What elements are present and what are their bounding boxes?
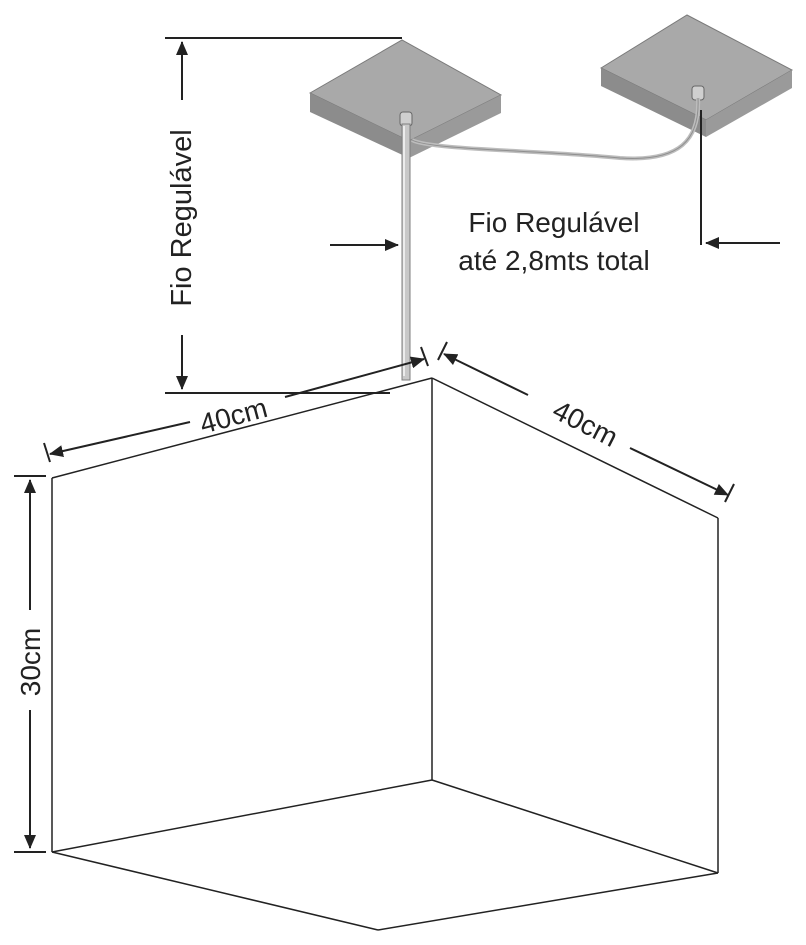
canopy-right-fitting [691,85,705,101]
horizontal-cable-pointer [700,110,780,249]
dim-side-arrow-left [443,353,529,396]
cube-edge-top-left [51,377,433,479]
canopy-right-side-front [601,68,706,137]
dim-front-tick-right [420,346,429,367]
cable-horizontal-outline [411,97,699,159]
width-side-label: 40cm [548,394,623,453]
dim-side-tick-right [724,483,735,503]
dimension-vertical-cable [165,37,402,394]
dimension-height [14,475,46,853]
vertical-cable-label: Fio Regulável [166,129,198,306]
canopy-left-side-right [409,95,501,158]
cube-edge-bottom-back-left [51,779,433,853]
cube-shade [51,377,719,931]
horizontal-cable-label-line1: Fio Regulável [468,207,639,238]
dim-front-arrow-left [49,421,191,457]
canopy-right [599,14,794,137]
canopy-left [308,39,503,158]
cube-edge-bottom-front-left [51,851,379,931]
horizontal-cable-label-line2: até 2,8mts total [458,245,649,276]
height-label: 30cm [15,628,46,696]
canopy-left-side-front [310,93,409,158]
dimension-width-side [437,341,735,503]
dim-side-tick-left [437,341,448,361]
dimension-width-front [43,346,429,463]
dim-side-arrow-right [629,447,729,496]
cube-edge-bottom-front-right [377,872,719,931]
width-front-label: 40cm [196,392,270,440]
canopy-right-side-right [706,70,792,137]
cube-edge-top-right [431,377,719,519]
cube-edge-bottom-back-right [431,779,719,874]
cube-top-face-hint [52,378,718,610]
dim-front-tick-left [43,442,51,463]
cable-vertical [401,123,411,381]
dim-front-arrow-right [284,356,425,398]
